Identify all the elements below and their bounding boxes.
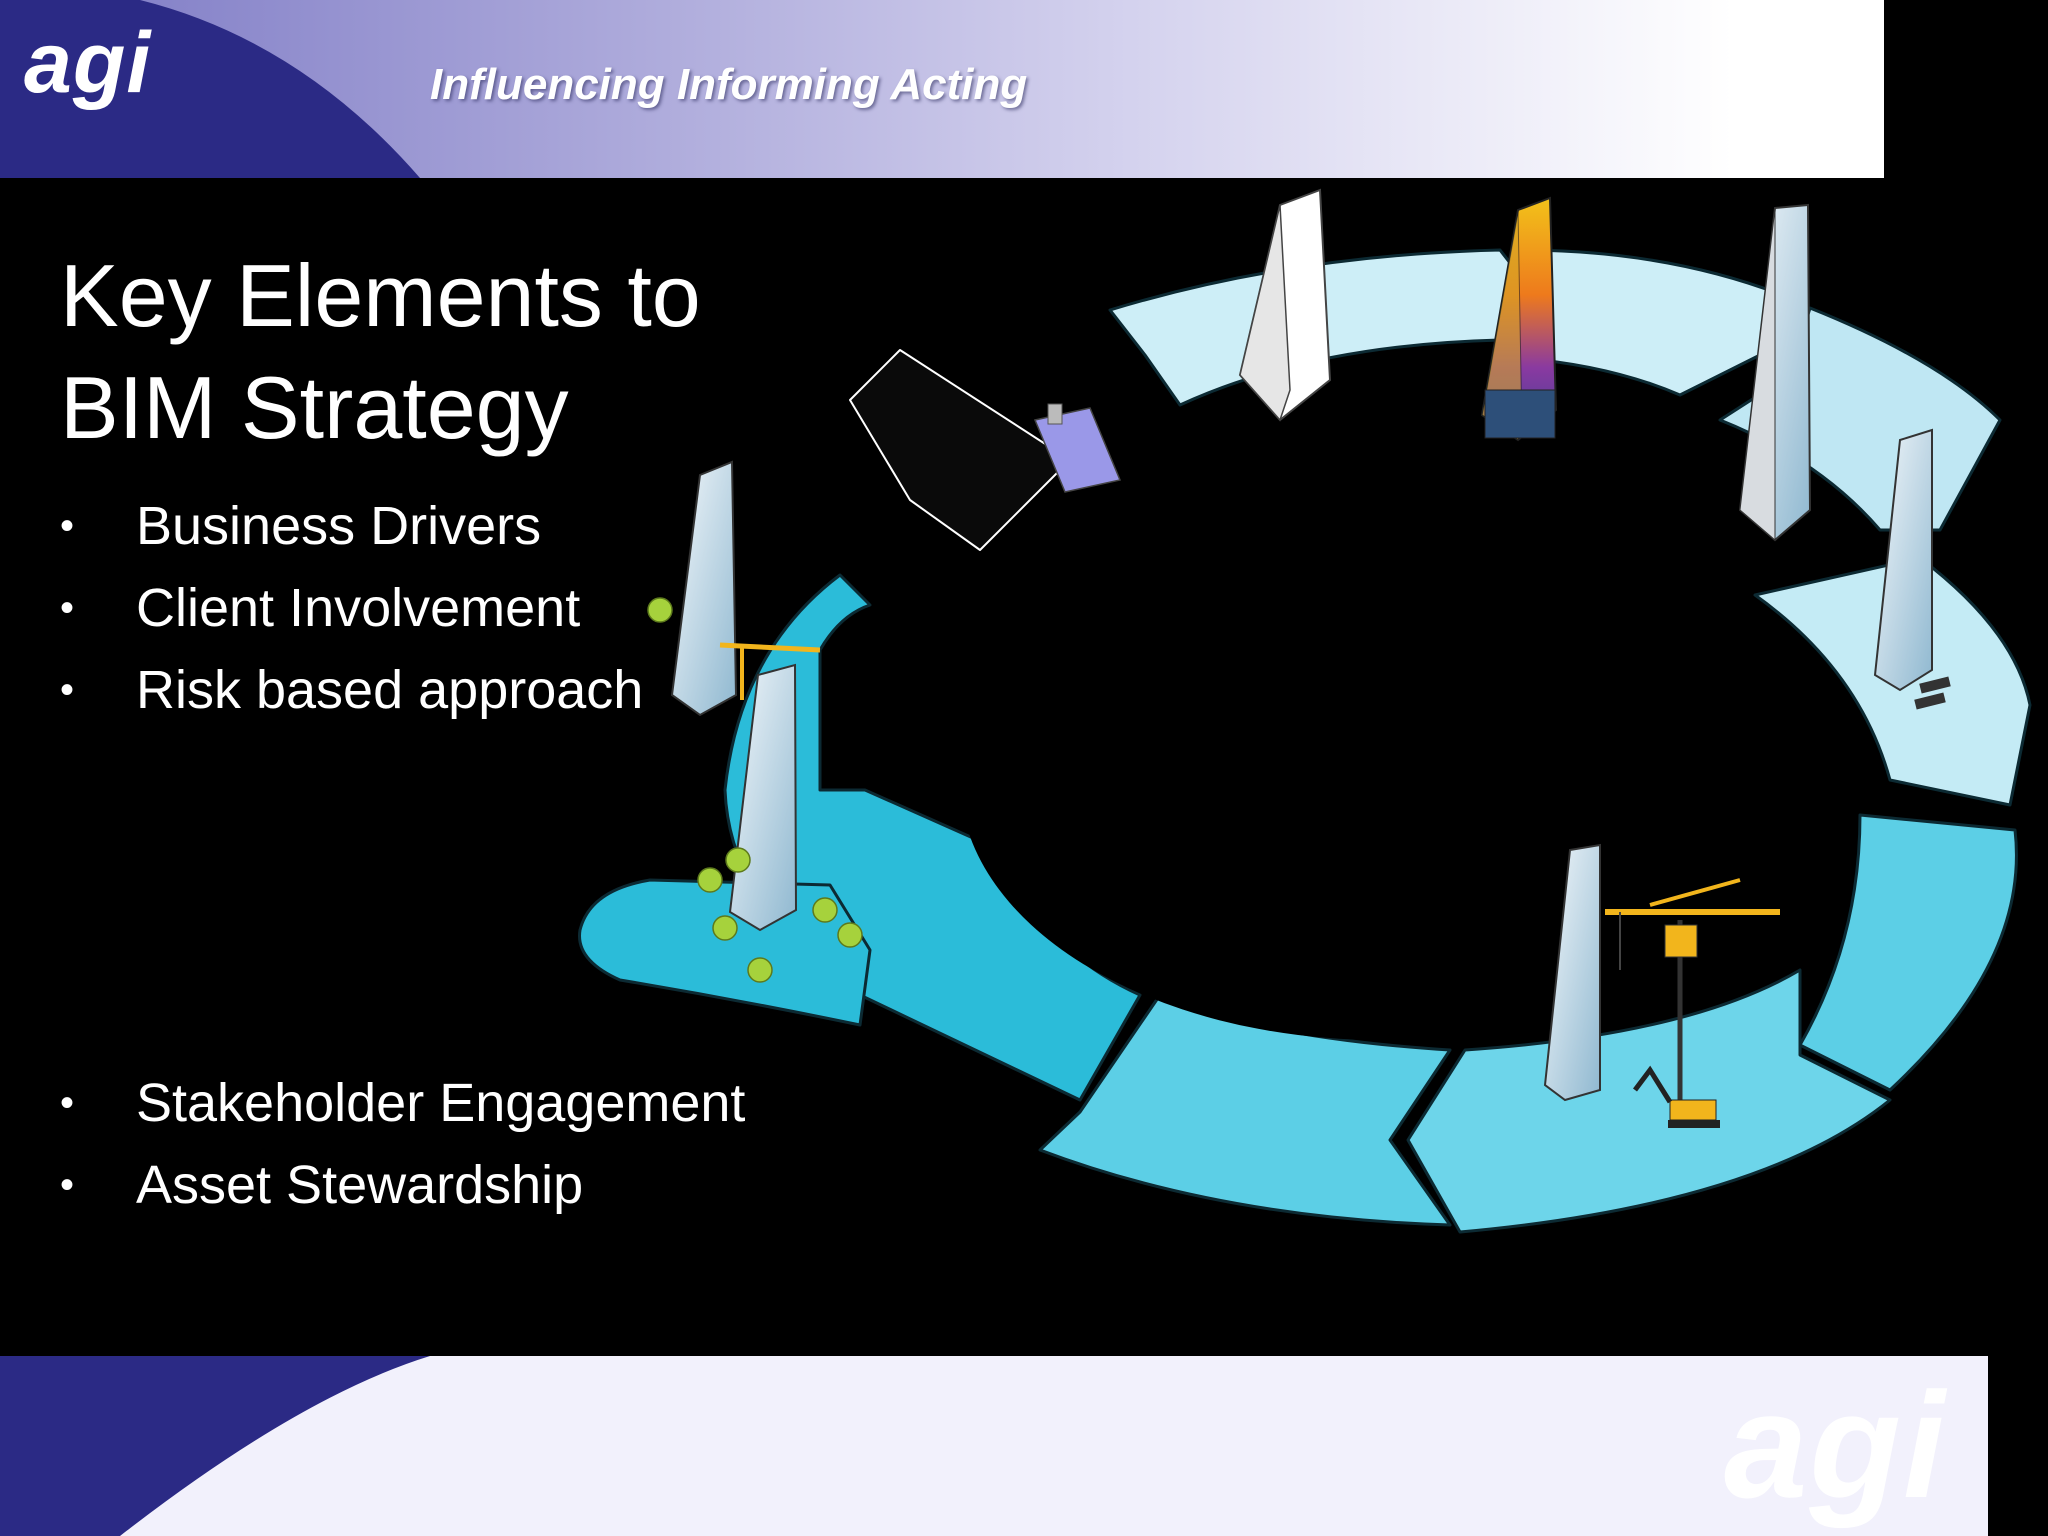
bullet-item: • Business Drivers bbox=[60, 485, 643, 567]
footer-swoosh bbox=[0, 1356, 430, 1536]
header-swoosh bbox=[0, 0, 420, 178]
bullet-item: • Risk based approach bbox=[60, 649, 643, 731]
tower-grey-construction bbox=[1738, 203, 1812, 542]
agi-logo: agi bbox=[24, 15, 152, 111]
title-line-2: BIM Strategy bbox=[60, 358, 569, 457]
excavator-icon bbox=[1633, 1065, 1720, 1128]
bim-lifecycle-diagram bbox=[578, 188, 2032, 1234]
bullet-dot: • bbox=[60, 1163, 75, 1207]
tower-white-concept bbox=[1238, 188, 1332, 422]
bullet-text: Client Involvement bbox=[136, 578, 581, 638]
ring bbox=[578, 248, 2032, 1234]
ring-segment-lower-right bbox=[1798, 813, 2018, 1092]
ring-hole bbox=[960, 520, 1800, 1040]
tree-icons bbox=[647, 597, 863, 983]
bullet-text: Asset Stewardship bbox=[136, 1155, 584, 1215]
agi-watermark-logo: agi bbox=[1724, 1361, 1947, 1529]
bullet-dot: • bbox=[60, 504, 75, 548]
ring-segment-top-left bbox=[849, 349, 1071, 551]
bullet-dot: • bbox=[60, 1081, 75, 1125]
bullet-list-top: • Business Drivers • Client Involvement • R… bbox=[60, 485, 643, 731]
header-band: agi Influencing Informing Acting bbox=[0, 0, 1884, 178]
bullet-item: • Client Involvement bbox=[60, 567, 643, 649]
bullet-dot: • bbox=[60, 668, 75, 712]
bullet-text: Business Drivers bbox=[136, 496, 542, 556]
construction-crane bbox=[1543, 843, 1780, 1128]
bullet-item: • Stakeholder Engagement bbox=[60, 1062, 745, 1144]
bullet-dot: • bbox=[60, 586, 75, 630]
bullet-text: Risk based approach bbox=[136, 660, 644, 720]
tower-colored-design bbox=[1480, 196, 1558, 442]
title-line-1: Key Elements to bbox=[60, 246, 701, 345]
ring-exit-arm bbox=[578, 878, 872, 1027]
bullet-item: • Asset Stewardship bbox=[60, 1144, 745, 1226]
tagline: Influencing Informing Acting bbox=[430, 60, 1028, 109]
document-icon bbox=[1033, 403, 1122, 493]
bullet-list-bottom: • Stakeholder Engagement • Asset Stewardsh… bbox=[60, 1062, 745, 1226]
tower-right-handover bbox=[1873, 428, 1951, 710]
footer-band: agi bbox=[0, 1356, 1988, 1536]
ring-segment-bottom-right bbox=[1406, 968, 1892, 1234]
slide-title: Key Elements to BIM Strategy bbox=[60, 240, 820, 464]
bullet-text: Stakeholder Engagement bbox=[136, 1073, 746, 1133]
ring-segment-top-2 bbox=[1518, 248, 1792, 397]
